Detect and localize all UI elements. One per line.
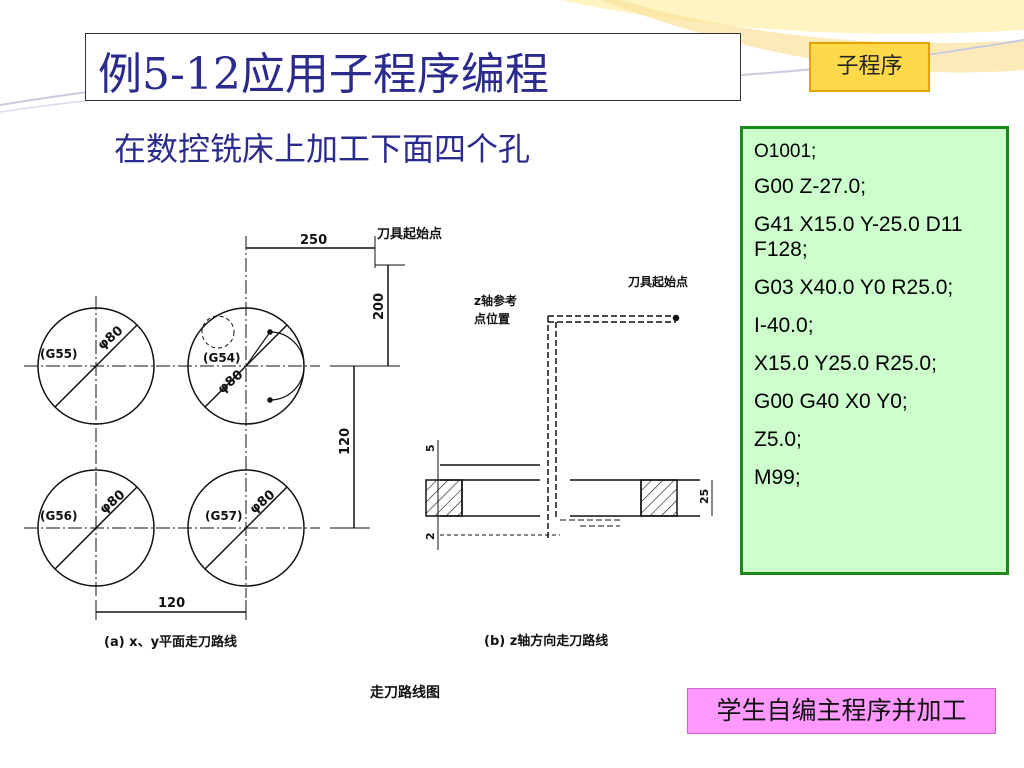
dim-120-vertical: 120 [338, 428, 353, 455]
toolpath-drawing: 250 刀具起始点 200 120 120 (G55) (G54) (G56) … [24, 226, 713, 701]
label-g56: (G56) [40, 509, 78, 523]
tool-start-label-right: 刀具起始点 [628, 274, 688, 289]
phi80-g56: φ80 [97, 487, 128, 517]
code-line: M99; [754, 466, 801, 489]
dim-120-horizontal: 120 [158, 596, 185, 611]
label-g57: (G57) [205, 509, 243, 523]
dim-5: 5 [424, 444, 437, 452]
label-g54: (G54) [203, 351, 241, 365]
caption-a: (a) x、y平面走刀路线 [104, 634, 237, 650]
dim-25: 25 [698, 489, 711, 504]
code-line: G41 X15.0 Y-25.0 D11 F128; [754, 213, 963, 261]
code-line: I-40.0; [754, 314, 814, 337]
label-g55: (G55) [40, 347, 78, 361]
caption-b: (b) z轴方向走刀路线 [484, 633, 608, 649]
phi80-g55: φ80 [95, 323, 126, 353]
subprogram-code-box: O1001; G00 Z-27.0; G41 X15.0 Y-25.0 D11 … [740, 126, 1009, 575]
phi80-g57: φ80 [247, 487, 278, 517]
code-line: G03 X40.0 Y0 R25.0; [754, 276, 954, 299]
code-line: G00 Z-27.0; [754, 175, 867, 198]
dim-200: 200 [372, 293, 387, 320]
code-line: X15.0 Y25.0 R25.0; [754, 352, 937, 375]
dim-2: 2 [424, 532, 437, 540]
title-box: 例5-12应用子程序编程 [85, 33, 741, 101]
dim-250: 250 [300, 233, 327, 248]
code-line: Z5.0; [754, 428, 802, 451]
tool-start-label-left: 刀具起始点 [377, 226, 442, 242]
caption-main: 走刀路线图 [370, 684, 440, 701]
main-program-tag: 学生自编主程序并加工 [687, 688, 996, 734]
code-line: G00 G40 X0 Y0; [754, 390, 908, 413]
slide-subtitle: 在数控铣床上加工下面四个孔 [114, 130, 531, 168]
z-ref-label-1: z轴参考 [474, 293, 517, 308]
phi80-g54: φ80 [215, 367, 246, 397]
slide-title: 例5-12应用子程序编程 [98, 49, 549, 100]
code-line: O1001; [754, 141, 817, 162]
z-ref-label-2: 点位置 [474, 311, 510, 326]
subprogram-tag: 子程序 [809, 42, 930, 92]
